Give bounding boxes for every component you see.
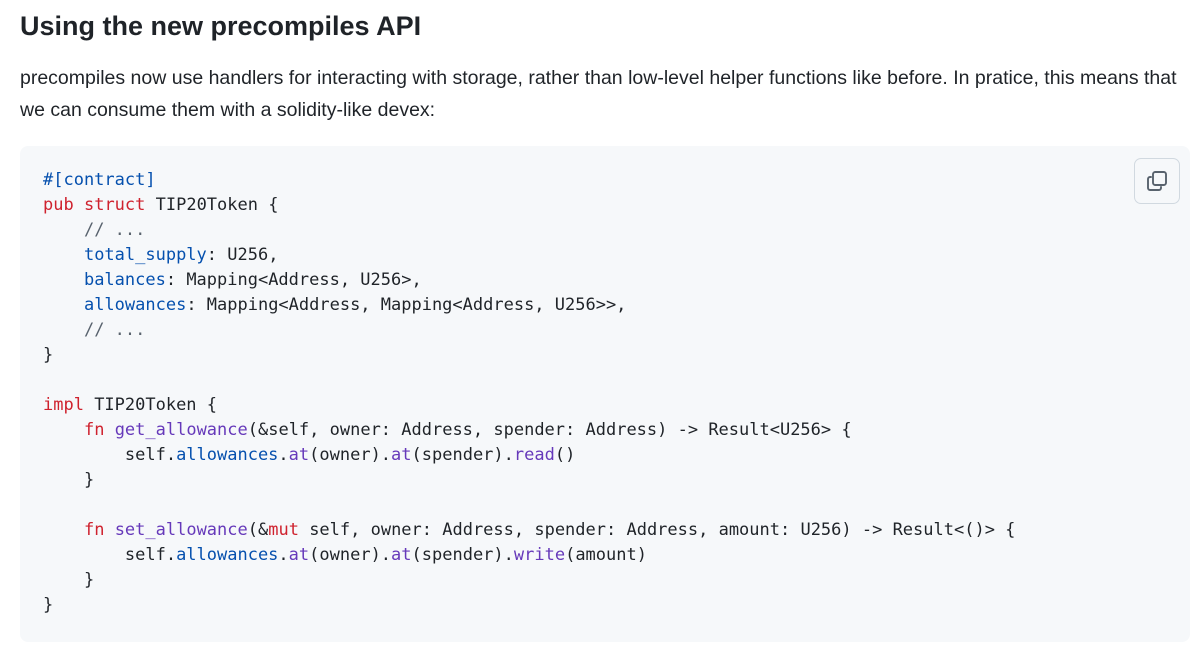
code-token: (spender).: [411, 545, 514, 565]
code-token: self.: [43, 545, 177, 565]
code-line: // ...: [43, 318, 1015, 343]
code-line: }: [43, 468, 1015, 493]
code-token: (amount): [565, 545, 647, 565]
code-line: [43, 493, 1015, 518]
code-token: set_allowance: [114, 520, 248, 540]
code-token: [43, 270, 84, 290]
code-token: : U256,: [206, 245, 279, 265]
code-line: }: [43, 568, 1015, 593]
code-token: at: [288, 545, 310, 565]
code-token: : Mapping<Address, U256>,: [165, 270, 422, 290]
code-token: [104, 420, 114, 440]
code-token: [74, 195, 84, 215]
code-token: }: [43, 595, 54, 615]
code-token: (owner).: [309, 545, 392, 565]
copy-button[interactable]: [1134, 158, 1180, 204]
code-token: .: [278, 445, 289, 465]
code-token: }: [43, 345, 54, 365]
code-token: [43, 320, 84, 340]
code-line: }: [43, 343, 1015, 368]
code-line: total_supply: U256,: [43, 243, 1015, 268]
code-line: [43, 368, 1015, 393]
code-token: struct: [83, 195, 146, 215]
code-token: }: [43, 470, 95, 490]
section-heading: Using the new precompiles API: [20, 11, 422, 41]
code-line: fn set_allowance(&mut self, owner: Addre…: [43, 518, 1015, 543]
code-line: self.allowances.at(owner).at(spender).wr…: [43, 543, 1015, 568]
code-token: self.: [43, 445, 177, 465]
code-token: allowances: [176, 445, 279, 465]
code-token: fn: [83, 420, 105, 440]
code-line: fn get_allowance(&self, owner: Address, …: [43, 418, 1015, 443]
code-token: [43, 520, 84, 540]
code-token: self, owner: Address, spender: Address, …: [298, 520, 1016, 540]
code-token: #[contract]: [43, 170, 156, 190]
code-line: allowances: Mapping<Address, Mapping<Add…: [43, 293, 1015, 318]
code-token: impl: [43, 395, 84, 415]
code-token: TIP20Token {: [145, 195, 279, 215]
code-token: mut: [268, 520, 299, 540]
code-token: at: [391, 445, 412, 465]
intro-paragraph: precompiles now use handlers for interac…: [20, 67, 1177, 121]
code-block: #[contract] pub struct TIP20Token { // ..…: [20, 146, 1190, 642]
code-token: TIP20Token {: [83, 395, 218, 415]
code-token: [104, 520, 114, 540]
code-token: get_allowance: [114, 420, 248, 440]
code-line: #[contract]: [43, 168, 1015, 193]
code-token: fn: [83, 520, 105, 540]
code-token: .: [278, 545, 289, 565]
code-token: allowances: [83, 295, 187, 315]
code-line: balances: Mapping<Address, U256>,: [43, 268, 1015, 293]
copy-icon: [1147, 171, 1167, 191]
code-content[interactable]: #[contract] pub struct TIP20Token { // ..…: [43, 168, 1015, 618]
code-token: // ...: [83, 220, 146, 240]
code-token: [43, 420, 84, 440]
code-token: at: [391, 545, 412, 565]
code-line: pub struct TIP20Token {: [43, 193, 1015, 218]
code-token: // ...: [83, 320, 146, 340]
code-token: (owner).: [309, 445, 392, 465]
code-token: allowances: [176, 545, 279, 565]
code-token: [43, 295, 84, 315]
code-token: (spender).: [411, 445, 514, 465]
code-token: [43, 245, 84, 265]
code-token: (&: [247, 520, 269, 540]
code-token: write: [513, 545, 566, 565]
code-line: self.allowances.at(owner).at(spender).re…: [43, 443, 1015, 468]
code-token: }: [43, 570, 95, 590]
code-token: read: [513, 445, 555, 465]
code-token: : Mapping<Address, Mapping<Address, U256…: [186, 295, 627, 315]
code-token: (&self, owner: Address, spender: Address…: [247, 420, 852, 440]
code-token: balances: [83, 270, 166, 290]
code-token: (): [554, 445, 576, 465]
code-line: }: [43, 593, 1015, 618]
code-token: total_supply: [83, 245, 207, 265]
code-token: at: [288, 445, 310, 465]
code-line: impl TIP20Token {: [43, 393, 1015, 418]
code-line: // ...: [43, 218, 1015, 243]
code-token: [43, 220, 84, 240]
code-token: pub: [43, 195, 74, 215]
